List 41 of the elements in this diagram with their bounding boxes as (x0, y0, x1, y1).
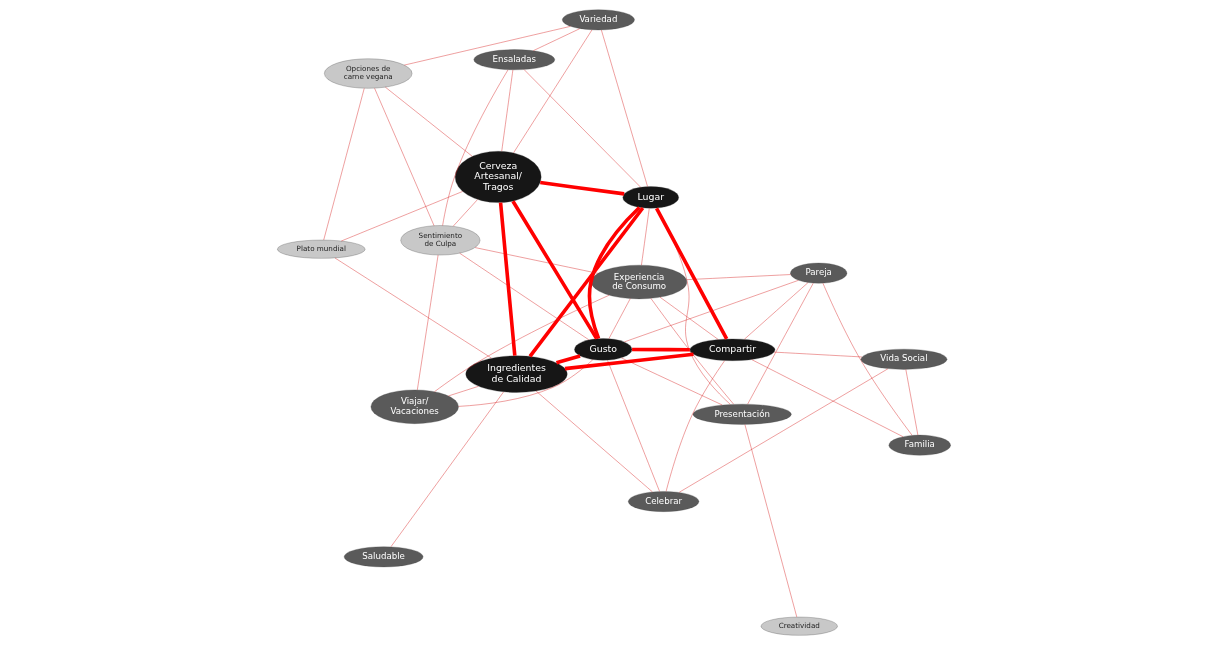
node-ellipse: Viajar/ Vacaciones (370, 389, 459, 424)
connector (564, 352, 694, 371)
node-ellipse: Cerveza Artesanal/ Tragos (455, 151, 542, 203)
connector (751, 359, 904, 437)
connector (686, 274, 791, 280)
connector (474, 247, 599, 274)
node-ellipse: Vida Social (860, 349, 948, 370)
connector (747, 283, 814, 405)
connector (458, 359, 594, 407)
connector (555, 354, 581, 365)
connector (650, 298, 734, 405)
connector (632, 347, 690, 352)
node-ellipse: Ensaladas (473, 49, 555, 70)
node-ellipse: Variedad (562, 9, 635, 31)
node-ellipse: Compartir (689, 338, 776, 361)
node-ellipse: Experiencia de Consumo (591, 265, 687, 300)
connector (533, 28, 581, 51)
connector (679, 368, 889, 493)
connector (540, 180, 625, 196)
node-ellipse: Saludable (343, 546, 424, 568)
connector (442, 69, 509, 226)
connector (655, 207, 729, 340)
connector (511, 200, 599, 340)
node-ellipse: Lugar (622, 186, 679, 209)
node-ellipse: Gusto (574, 338, 633, 361)
node-ellipse: Celebrar (628, 491, 700, 512)
node-ellipse: Presentación (692, 404, 792, 425)
node-ellipse: Ingredientes de Calidad (465, 355, 568, 393)
connector (621, 357, 723, 406)
connector (498, 202, 517, 356)
connector (459, 253, 590, 341)
node-ellipse: Pareja (790, 262, 848, 284)
connector (665, 360, 725, 492)
connector (587, 206, 641, 340)
connector (744, 282, 809, 340)
connector (607, 360, 660, 492)
connector (528, 206, 645, 358)
connector (822, 283, 913, 436)
connector (624, 280, 799, 343)
node-ellipse: Familia (888, 434, 951, 456)
connector (744, 424, 797, 618)
